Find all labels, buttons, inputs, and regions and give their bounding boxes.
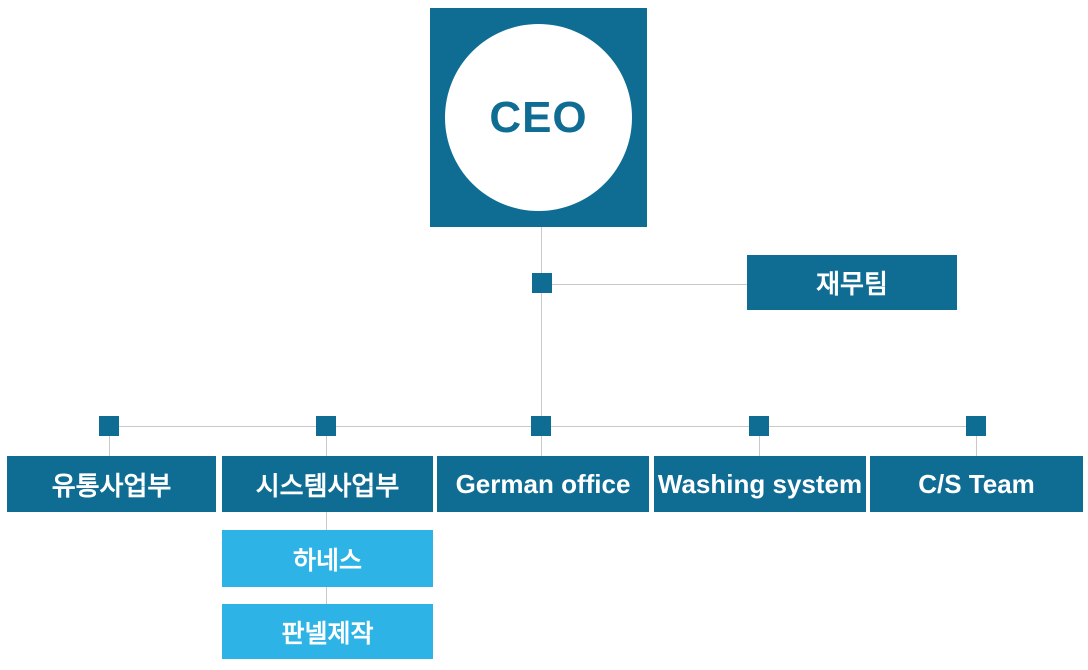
sub-box-harness: 하네스 (222, 530, 433, 587)
dept-label-distribution: 유통사업부 (51, 470, 172, 501)
sub-box-panel-production: 판넬제작 (222, 604, 433, 659)
connector-node-dept-3 (531, 416, 551, 436)
connector-stub-dept-3 (541, 436, 542, 456)
dept-box-washing-system: Washing system (654, 456, 866, 512)
dept-box-german-office: German office (437, 456, 649, 512)
connector-stub-sub-2 (326, 587, 327, 604)
sub-label-panel-production: 판넬제작 (281, 619, 374, 648)
dept-box-system: 시스템사업부 (222, 456, 433, 512)
connector-node-dept-4 (749, 416, 769, 436)
dept-label-washing-system: Washing system (657, 468, 863, 499)
dept-label-german-office: German office (455, 468, 631, 499)
connector-node-finance (532, 273, 552, 293)
connector-node-dept-2 (316, 416, 336, 436)
connector-line-finance (542, 284, 747, 285)
connector-node-dept-5 (966, 416, 986, 436)
connector-stub-dept-1 (109, 436, 110, 456)
dept-box-distribution: 유통사업부 (7, 456, 216, 512)
ceo-circle: CEO (445, 24, 632, 211)
sub-label-harness: 하네스 (292, 546, 362, 575)
finance-team-label: 재무팀 (816, 269, 888, 299)
ceo-node: CEO (430, 8, 647, 227)
connector-stub-dept-4 (759, 436, 760, 456)
dept-label-system: 시스템사업부 (255, 470, 400, 501)
connector-line-ceo-trunk (541, 227, 542, 426)
ceo-label: CEO (489, 92, 588, 142)
connector-stub-dept-2 (326, 436, 327, 456)
connector-stub-sub-1 (326, 512, 327, 530)
dept-label-cs-team: C/S Team (918, 468, 1035, 499)
connector-stub-dept-5 (976, 436, 977, 456)
dept-box-cs-team: C/S Team (870, 456, 1083, 512)
connector-node-dept-1 (99, 416, 119, 436)
finance-team-box: 재무팀 (747, 255, 957, 310)
